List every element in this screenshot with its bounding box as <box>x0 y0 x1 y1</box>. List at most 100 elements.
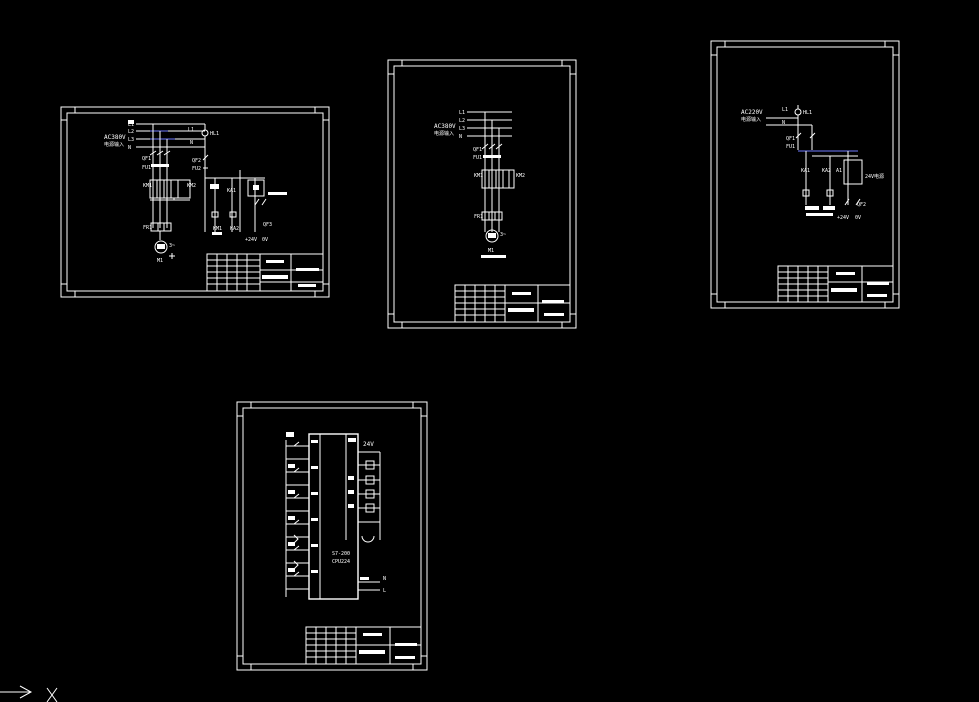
sheet-1-fu1-fuses <box>151 164 169 167</box>
sheet-4-outer-border <box>236 401 428 671</box>
sheet-2-fr1-lines <box>488 212 496 229</box>
sheet-2-km-contacts <box>481 169 515 189</box>
sheet-3-qf1: QF1 <box>786 136 795 142</box>
sheet-1-fu1: FU1 <box>142 165 151 171</box>
sheet-3-coil-ka2 <box>826 189 834 197</box>
sheet-1-terminal-block <box>128 120 134 124</box>
sheet-4-output-circuit: 24V N L <box>348 438 386 594</box>
sheet-2-title-block <box>454 284 571 323</box>
sheet-3-n: N <box>782 120 785 126</box>
sheet-1-control-bus <box>205 177 265 232</box>
sheet-1-fr1: FR1 <box>143 225 152 231</box>
drawing-sheet-2[interactable]: AC380V 电源输入 L1 L2 L3 N QF1 FU1 KM1 KM2 F… <box>387 59 577 329</box>
sheet-1-coil-1 <box>210 184 219 189</box>
sheet-1-motor-sub: 3~ <box>169 243 175 249</box>
sheet-1-qf3-switch <box>254 198 267 206</box>
sheet-2-outer-border <box>387 59 577 329</box>
sheet-1-psu-fill <box>253 185 259 190</box>
sheet-2-qf1: QF1 <box>473 147 482 153</box>
sheet-1-ka2-label: KA2 <box>230 226 239 232</box>
sheet-2-fu1-fuses <box>483 155 501 158</box>
sheet-1-qf2: QF2 <box>192 158 201 164</box>
sheet-2-motor-fill <box>488 233 496 238</box>
sheet-3-coil-ka1 <box>802 189 810 197</box>
sheet-3-qf2: QF2 <box>857 202 866 208</box>
sheet-1-n: N <box>128 145 131 151</box>
sheet-3-coils-bar <box>806 213 833 216</box>
sheet-1-km2: KM2 <box>187 183 196 189</box>
sheet-4-plc-model: S7-200 <box>332 551 350 557</box>
sheet-4-plc-terminals <box>319 434 347 599</box>
sheet-2-motor-symbol <box>485 229 499 243</box>
sheet-1-title-block <box>206 253 324 292</box>
sheet-3-source-label: AC220V <box>741 109 763 116</box>
sheet-1-motor-symbol <box>154 240 168 254</box>
sheet-2-motor-label: M1 <box>488 248 494 254</box>
sheet-1-bus-n: N <box>190 140 193 146</box>
sheet-2-qf1-switch <box>481 143 503 150</box>
sheet-1-km-contacts <box>149 179 191 199</box>
sheet-1-qf1-switch <box>149 150 171 156</box>
sheet-1-qf3: QF3 <box>263 222 272 228</box>
sheet-3-ka2: KA2 <box>822 168 831 174</box>
sheet-1-hl1: HL1 <box>210 131 219 137</box>
sheet-4-input-circuit <box>285 432 318 597</box>
sheet-1-fr1-relay <box>150 222 172 232</box>
sheet-4-border-ticks <box>237 402 427 670</box>
sheet-1-control-drops <box>204 124 241 232</box>
sheet-1-inner-border <box>66 112 324 292</box>
sheet-4-24v: 24V <box>363 441 374 448</box>
sheet-2-l2: L2 <box>459 118 465 124</box>
sheet-1-motor-label: M1 <box>157 258 163 264</box>
sheet-4-plc-cpu: CPU224 <box>332 559 350 565</box>
sheet-1-0v: 0V <box>262 237 268 243</box>
sheet-1-l1: L1 <box>128 122 134 128</box>
sheet-2-km2: KM2 <box>516 173 525 179</box>
sheet-4-inner-border <box>242 407 422 665</box>
sheet-1-km1: KM1 <box>143 183 152 189</box>
sheet-1-main-drops <box>152 124 168 228</box>
sheet-1-coil-ka2 <box>229 211 237 218</box>
drawing-sheet-3[interactable]: AC220V 电源输入 L1 N HL1 QF1 FU1 KA1 KA2 A1 … <box>710 40 900 309</box>
sheet-1-coil-ka1 <box>211 211 219 218</box>
sheet-3-ka1-bar <box>805 206 819 210</box>
sheet-3-qf2-switch <box>844 198 861 206</box>
drawing-sheet-4[interactable]: S7-200 CPU224 24V <box>236 401 428 671</box>
sheet-2-inner-border <box>393 65 571 323</box>
sheet-1-qf1: QF1 <box>142 156 151 162</box>
sheet-1-ka1-label: KM1 <box>213 226 222 232</box>
sheet-1-bus-blue <box>150 130 175 140</box>
sheet-3-title-block <box>777 265 894 303</box>
sheet-4-n: L <box>383 588 386 594</box>
sheet-1-source-label: AC380V <box>104 134 126 141</box>
sheet-2-km1: KM1 <box>474 173 483 179</box>
sheet-1-ka1-bar <box>212 232 222 235</box>
sheet-2-bus-lines <box>467 111 512 137</box>
sheet-1-ground-symbol <box>169 253 175 259</box>
sheet-4-l: N <box>383 576 386 582</box>
sheet-3-psu-box <box>843 159 863 185</box>
sheet-1-outer-border <box>60 106 330 298</box>
sheet-1-qf2-switch <box>202 154 209 169</box>
sheet-2-fu1: FU1 <box>473 155 482 161</box>
sheet-1-fu2: FU2 <box>192 166 201 172</box>
sheet-2-main-drops <box>484 112 500 232</box>
sheet-1-ka1: KA1 <box>227 188 236 194</box>
sheet-2-motor-sub: 3~ <box>500 232 506 238</box>
sheet-1-bus-lines <box>136 123 205 148</box>
sheet-2-source-label: AC380V <box>434 123 456 130</box>
sheet-1-source-cn: 电源输入 <box>104 141 124 148</box>
sheet-1-bus-l1: L1 <box>188 127 194 133</box>
sheet-3-l1: L1 <box>782 107 788 113</box>
sheet-3-psu-label: 24V电源 <box>865 173 884 180</box>
sheet-3-a1: A1 <box>836 168 842 174</box>
sheet-2-border-ticks <box>388 60 576 328</box>
sheet-3-drops <box>797 105 813 150</box>
sheet-3-ka1: KA1 <box>801 168 810 174</box>
sheet-1-motor-fill <box>157 244 165 249</box>
sheet-1-km-jumper <box>150 198 190 201</box>
drawing-sheet-1[interactable]: AC380V 电源输入 L1 L2 L3 N L1 N QF1 FU1 KM1 … <box>60 106 330 298</box>
sheet-3-outer-border <box>710 40 900 309</box>
sheet-3-fu1: FU1 <box>786 144 795 150</box>
